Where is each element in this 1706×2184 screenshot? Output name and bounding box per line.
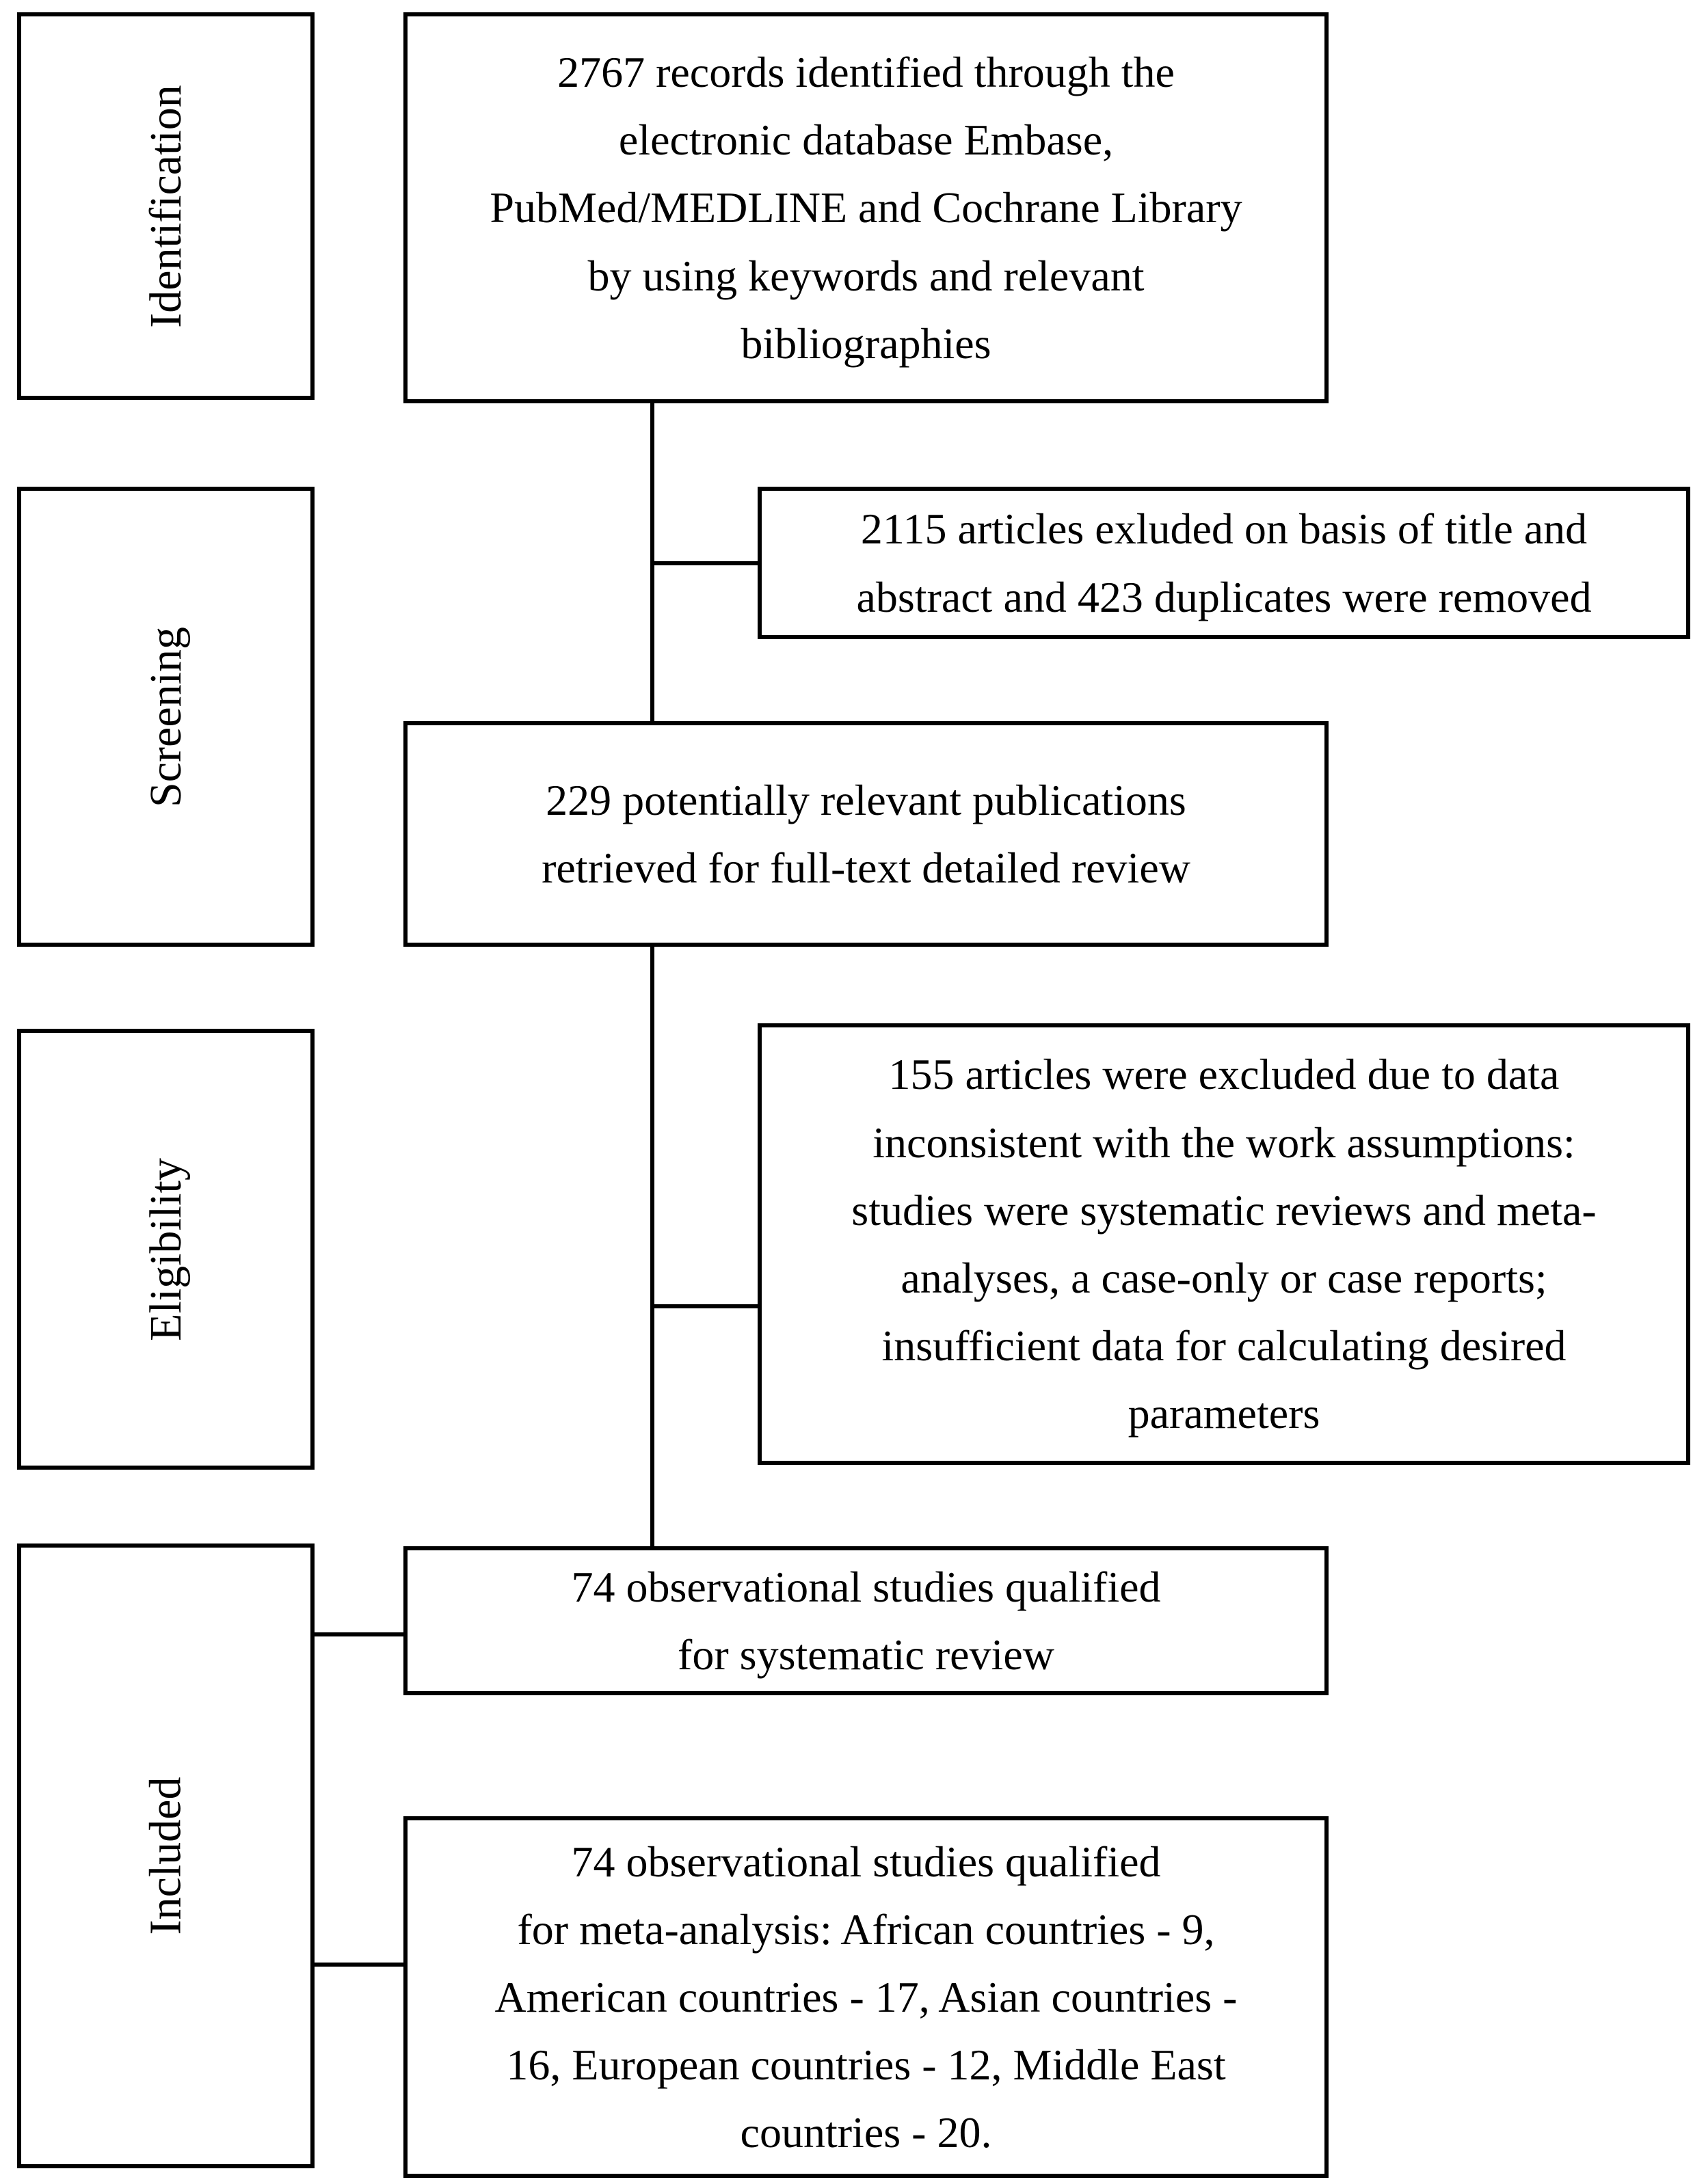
connector-branch-to-eligibility-excluded: [653, 1304, 759, 1308]
flow-box-qualified-meta-analysis: 74 observational studies qualified for m…: [403, 1816, 1329, 2178]
connector-branch-to-screening-excluded: [653, 561, 759, 565]
flow-box-fulltext-retrieved-text: 229 potentially relevant publications re…: [542, 775, 1190, 892]
stage-box-screening: Screening: [17, 487, 315, 947]
stage-label-screening: Screening: [140, 626, 191, 807]
flow-box-records-excluded-screening-text: 2115 articles exluded on basis of title …: [856, 504, 1592, 621]
connector-retrieved-to-systematic-review: [650, 945, 654, 1548]
stage-box-eligibility: Eligibility: [17, 1029, 315, 1470]
stage-box-included: Included: [17, 1543, 315, 2168]
flow-box-qualified-systematic-review: 74 observational studies qualified for s…: [403, 1546, 1329, 1695]
stage-label-eligibility: Eligibility: [140, 1157, 191, 1341]
flow-box-records-excluded-screening: 2115 articles exluded on basis of title …: [758, 487, 1690, 639]
flow-box-qualified-meta-analysis-text: 74 observational studies qualified for m…: [494, 1837, 1238, 2157]
connector-included-to-meta-analysis: [313, 1963, 405, 1967]
stage-label-identification: Identification: [140, 84, 191, 328]
connector-identified-to-retrieved: [650, 402, 654, 723]
flow-box-fulltext-excluded-text: 155 articles were excluded due to data i…: [851, 1050, 1597, 1438]
flow-box-records-identified-text: 2767 records identified through the elec…: [490, 48, 1242, 368]
flow-box-fulltext-retrieved: 229 potentially relevant publications re…: [403, 721, 1329, 947]
stage-label-included: Included: [140, 1777, 191, 1935]
stage-box-identification: Identification: [17, 12, 315, 400]
flow-box-records-identified: 2767 records identified through the elec…: [403, 12, 1329, 403]
flow-box-qualified-systematic-review-text: 74 observational studies qualified for s…: [571, 1562, 1161, 1679]
connector-included-to-systematic-review: [313, 1632, 405, 1636]
flow-box-fulltext-excluded: 155 articles were excluded due to data i…: [758, 1023, 1690, 1465]
